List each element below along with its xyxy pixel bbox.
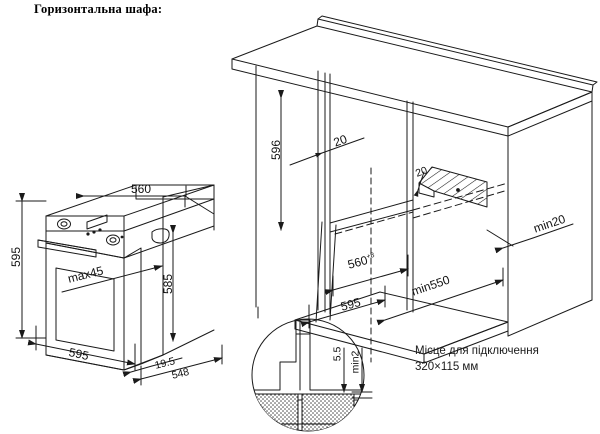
detail-circle [251,221,373,432]
dim-label-oven-width-560: 560 [131,182,152,196]
dim-cabinet-block-20 [413,171,425,197]
niche-width-tolerance: +8 [365,251,376,261]
dim-cabinet-panel-20 [289,137,365,166]
dim-oven-height-595 [15,193,47,339]
dim-niche-depth-min550 [376,267,504,326]
dim-label-plinth-5-5: 5.5 [331,346,344,362]
dim-oven-depth-548 [132,344,223,386]
dim-label-floor-gap-min2: min2 [349,350,362,374]
dim-label-oven-height-585: 585 [161,273,176,295]
dim-label-oven-height-595: 595 [9,246,24,268]
oven-body [37,184,215,371]
cabinet-body [231,15,598,364]
connection-note-line-2: 320×115 мм [415,361,479,373]
dim-label-cabinet-height-596: 596 [269,139,284,161]
dim-rear-gap-min20 [486,223,574,254]
dim-oven-width-560 [76,185,187,199]
connection-note-line-1: Місце для підключення [415,345,539,357]
page-title: Горизонтальна шафа: [34,2,163,16]
dim-oven-door-max45 [61,265,163,293]
